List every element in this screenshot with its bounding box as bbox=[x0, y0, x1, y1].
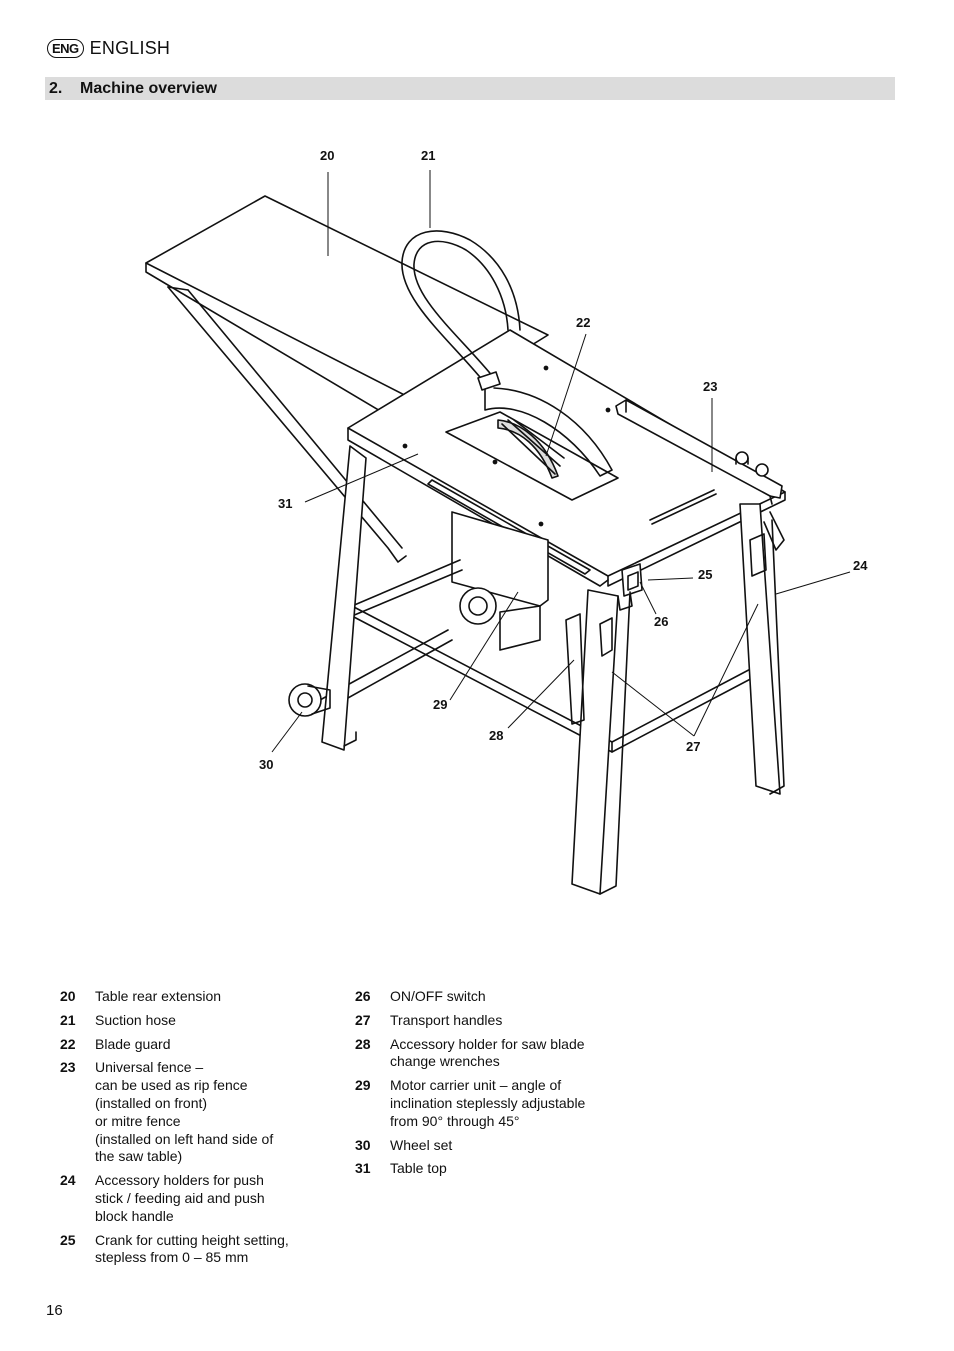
section-heading: 2. Machine overview bbox=[45, 77, 895, 100]
legend-item: 25 Crank for cutting height setting, ste… bbox=[60, 1232, 330, 1268]
legend-number: 23 bbox=[60, 1059, 76, 1076]
front-right-leg bbox=[571, 589, 631, 895]
legend-text: Wheel set bbox=[390, 1136, 453, 1153]
rear-right-leg bbox=[739, 503, 785, 795]
wheel-set bbox=[288, 683, 331, 717]
callout-22: 22 bbox=[576, 315, 590, 330]
legend-number: 21 bbox=[60, 1011, 76, 1028]
universal-fence bbox=[615, 399, 783, 505]
callout-25: 25 bbox=[698, 567, 712, 582]
legend-item: 22 Blade guard bbox=[60, 1036, 330, 1054]
machine-overview-illustration: 20 21 22 23 24 25 26 27 28 29 30 31 bbox=[145, 148, 868, 895]
callout-21: 21 bbox=[421, 148, 435, 163]
legend-number: 24 bbox=[60, 1172, 76, 1189]
legend-text: Accessory holder for saw blade change wr… bbox=[390, 1035, 585, 1070]
legend-number: 30 bbox=[355, 1136, 371, 1153]
main-table-top bbox=[347, 329, 786, 587]
legend-number: 22 bbox=[60, 1035, 76, 1052]
legend-text: Crank for cutting height setting, steple… bbox=[95, 1231, 289, 1266]
callout-23: 23 bbox=[703, 379, 717, 394]
legend-number: 29 bbox=[355, 1077, 371, 1094]
lower-frame bbox=[319, 559, 761, 753]
callout-26: 26 bbox=[654, 614, 668, 629]
legend-text: Transport handles bbox=[390, 1011, 503, 1028]
callout-27: 27 bbox=[686, 739, 700, 754]
transport-handle-rear bbox=[749, 533, 767, 577]
legend-number: 25 bbox=[60, 1231, 76, 1248]
legend-item: 31 Table top bbox=[355, 1160, 625, 1178]
legend-text: Table top bbox=[390, 1160, 447, 1177]
accessory-holder bbox=[763, 511, 785, 551]
legend-text: Motor carrier unit – angle of inclinatio… bbox=[390, 1077, 586, 1129]
callout-28: 28 bbox=[489, 728, 503, 743]
suction-hose bbox=[401, 230, 521, 391]
legend-number: 20 bbox=[60, 988, 76, 1004]
legend-item: 27 Transport handles bbox=[355, 1012, 625, 1030]
legend-text: Blade guard bbox=[95, 1035, 171, 1052]
legend-text: Accessory holders for push stick / feedi… bbox=[95, 1172, 265, 1224]
motor-carrier bbox=[451, 511, 549, 651]
language-badge: ENG bbox=[47, 38, 84, 58]
legend-text: ON/OFF switch bbox=[390, 988, 486, 1004]
legend-item: 24 Accessory holders for push stick / fe… bbox=[60, 1172, 330, 1225]
legend-text: Table rear extension bbox=[95, 988, 222, 1004]
legend-column-right: 26 ON/OFF switch 27 Transport handles 28… bbox=[355, 988, 625, 1184]
callout-30: 30 bbox=[259, 757, 273, 772]
blade-guard bbox=[484, 381, 613, 479]
legend-item: 30 Wheel set bbox=[355, 1137, 625, 1155]
legend-item: 23 Universal fence – can be used as rip … bbox=[60, 1059, 330, 1166]
callout-31: 31 bbox=[278, 496, 292, 511]
wrench-holder bbox=[565, 613, 585, 725]
legend-column-left: 20 Table rear extension 21 Suction hose … bbox=[60, 988, 330, 1273]
callout-24: 24 bbox=[853, 558, 868, 573]
legend-number: 28 bbox=[355, 1035, 371, 1052]
page-number: 16 bbox=[46, 1302, 63, 1319]
switch-and-crank bbox=[617, 563, 643, 611]
legend-number: 27 bbox=[355, 1011, 371, 1028]
leader-lines bbox=[271, 170, 851, 753]
section-title: Machine overview bbox=[80, 79, 217, 97]
legend-item: 28 Accessory holder for saw blade change… bbox=[355, 1036, 625, 1072]
legend-text: Universal fence – can be used as rip fen… bbox=[95, 1059, 274, 1165]
legend-item: 21 Suction hose bbox=[60, 1012, 330, 1030]
legend-item: 26 ON/OFF switch bbox=[355, 988, 625, 1006]
legend-item: 20 Table rear extension bbox=[60, 988, 330, 1006]
legend-number: 31 bbox=[355, 1160, 371, 1177]
language-header: ENG ENGLISH bbox=[47, 36, 170, 60]
legend-text: Suction hose bbox=[95, 1011, 176, 1028]
front-left-leg bbox=[321, 445, 367, 751]
language-name: ENGLISH bbox=[89, 37, 171, 58]
legend-item: 29 Motor carrier unit – angle of inclina… bbox=[355, 1077, 625, 1130]
legend-number: 26 bbox=[355, 988, 371, 1004]
callout-29: 29 bbox=[433, 697, 447, 712]
section-number: 2. bbox=[49, 79, 63, 97]
transport-handle-front bbox=[599, 617, 613, 657]
callout-20: 20 bbox=[320, 148, 334, 163]
